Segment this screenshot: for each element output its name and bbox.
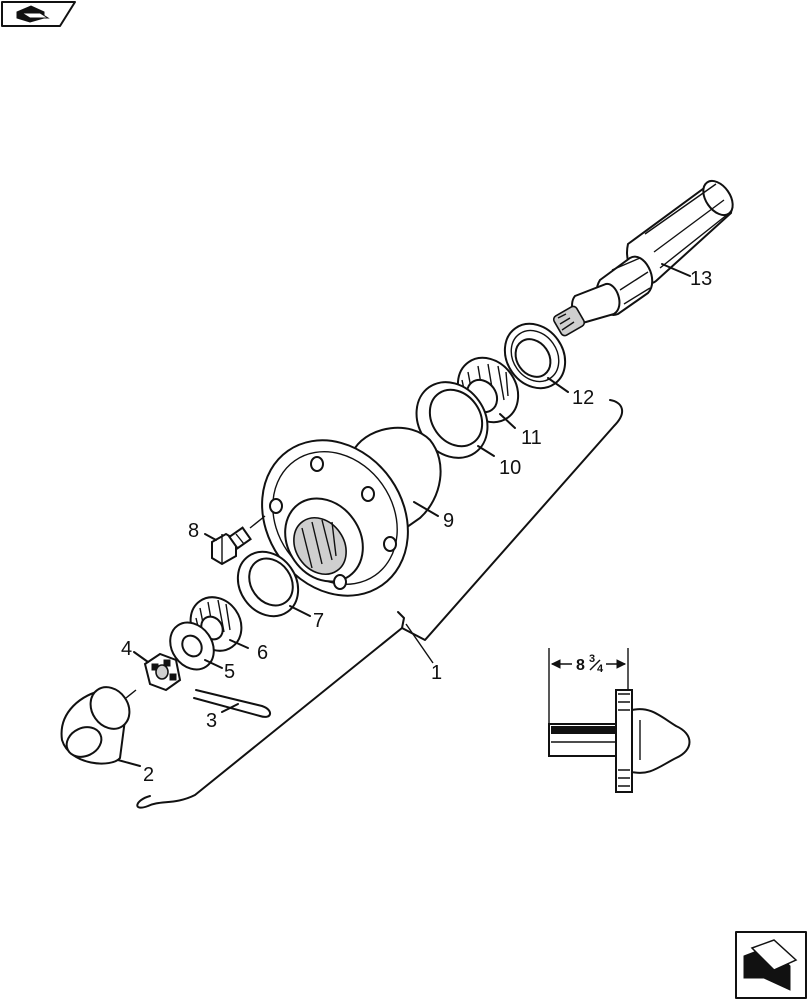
callout-1: 1	[431, 662, 442, 684]
part-seal	[503, 322, 569, 393]
part-dust-cap	[60, 686, 141, 767]
view-selector-icon[interactable]	[1, 1, 76, 27]
part-inner-cup	[236, 550, 311, 618]
part-cotter-pin	[193, 689, 271, 718]
dimension-whole: 8	[576, 657, 585, 674]
assembly-bracket	[136, 399, 624, 809]
part-castle-nut	[133, 651, 182, 692]
callout-13: 13	[690, 268, 712, 290]
dimension-denominator: 4	[597, 663, 604, 675]
callout-6: 6	[257, 642, 268, 664]
part-outer-cup	[415, 381, 495, 459]
part-hub	[249, 426, 442, 597]
callout-10: 10	[499, 457, 521, 479]
part-stud-bolt	[204, 526, 252, 566]
callout-4: 4	[121, 638, 132, 660]
callout-11: 11	[521, 427, 542, 449]
callout-5: 5	[224, 661, 235, 683]
callout-7: 7	[313, 610, 324, 632]
callout-9: 9	[443, 510, 454, 532]
callout-8: 8	[188, 520, 199, 542]
part-spindle	[552, 179, 734, 337]
callout-2: 2	[143, 764, 154, 786]
next-page-arrow-icon[interactable]	[735, 931, 807, 999]
dimension-numerator: 3	[589, 653, 595, 665]
inset-assembled-view: 8 3 4	[548, 648, 691, 793]
part-washer	[169, 621, 223, 671]
callout-3: 3	[206, 710, 217, 732]
callout-12: 12	[572, 387, 594, 409]
